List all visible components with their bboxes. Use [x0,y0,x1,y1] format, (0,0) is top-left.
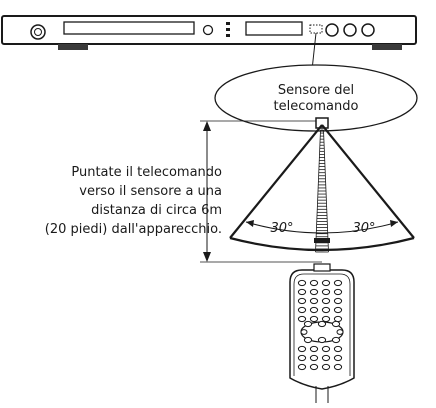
remote-key [297,354,307,362]
remote-key [297,297,307,305]
angle-label-right: 30° [352,221,375,236]
instruction-text: Puntate il telecomando verso il sensore … [45,165,222,237]
range-arc [229,236,415,252]
remote-key [333,306,343,314]
remote-key [309,297,319,305]
remote-key [321,345,331,353]
cone-left-edge [229,124,323,239]
remote-key [317,336,327,344]
remote-key [321,315,331,323]
remote-key [321,363,331,371]
remote-key [309,363,319,371]
remote-key [309,345,319,353]
angle-label-left: 30° [270,221,293,236]
beam-marker [314,238,330,243]
remote-key [321,297,331,305]
sensor-callout: Sensore del telecomando [214,64,418,132]
angle-arc [245,221,399,234]
dvd-player-icon [1,15,417,50]
remote-key [331,336,341,344]
remote-key [333,279,343,287]
instruction-line1: Puntate il telecomando [71,165,222,180]
instruction-line4: (20 piedi) dall'apparecchio. [45,222,222,237]
remote-key [321,354,331,362]
angle-arrow-right [390,220,398,227]
instruction-line2: verso il sensore a una [79,184,222,199]
remote-key [321,279,331,287]
ir-sensor-icon [309,24,323,34]
remote-key [297,345,307,353]
remote-key [321,306,331,314]
sensor-label-line1: Sensore del [278,83,354,98]
remote-key [297,288,307,296]
remote-key [297,315,307,323]
remote-key [309,354,319,362]
remote-key [309,306,319,314]
beam-rail [323,129,329,253]
remote-key [333,297,343,305]
remote-key [333,345,343,353]
remote-control-icon [289,263,355,403]
remote-key [333,288,343,296]
remote-key [297,306,307,314]
remote-key [303,336,313,344]
remote-key [300,329,308,335]
beam-rail [315,129,321,253]
instruction-line3: distanza di circa 6m [91,203,222,218]
sensor-label-line2: telecomando [274,99,359,114]
remote-key [317,320,327,328]
remote-key [333,363,343,371]
remote-key [333,354,343,362]
remote-key [321,288,331,296]
sensor-block [315,117,329,129]
range-cone: 30° 30° [229,117,415,253]
ir-beam [314,129,330,253]
remote-key [297,363,307,371]
cone-right-edge [321,124,415,239]
sensor-pointer-line [311,32,317,71]
remote-key [336,329,344,335]
remote-key [331,320,341,328]
remote-key [303,320,313,328]
remote-key [297,279,307,287]
angle-arrow-left [246,220,254,227]
distance-dimension [200,120,322,263]
remote-key [333,315,343,323]
remote-key [309,279,319,287]
remote-key [309,315,319,323]
remote-key [309,288,319,296]
